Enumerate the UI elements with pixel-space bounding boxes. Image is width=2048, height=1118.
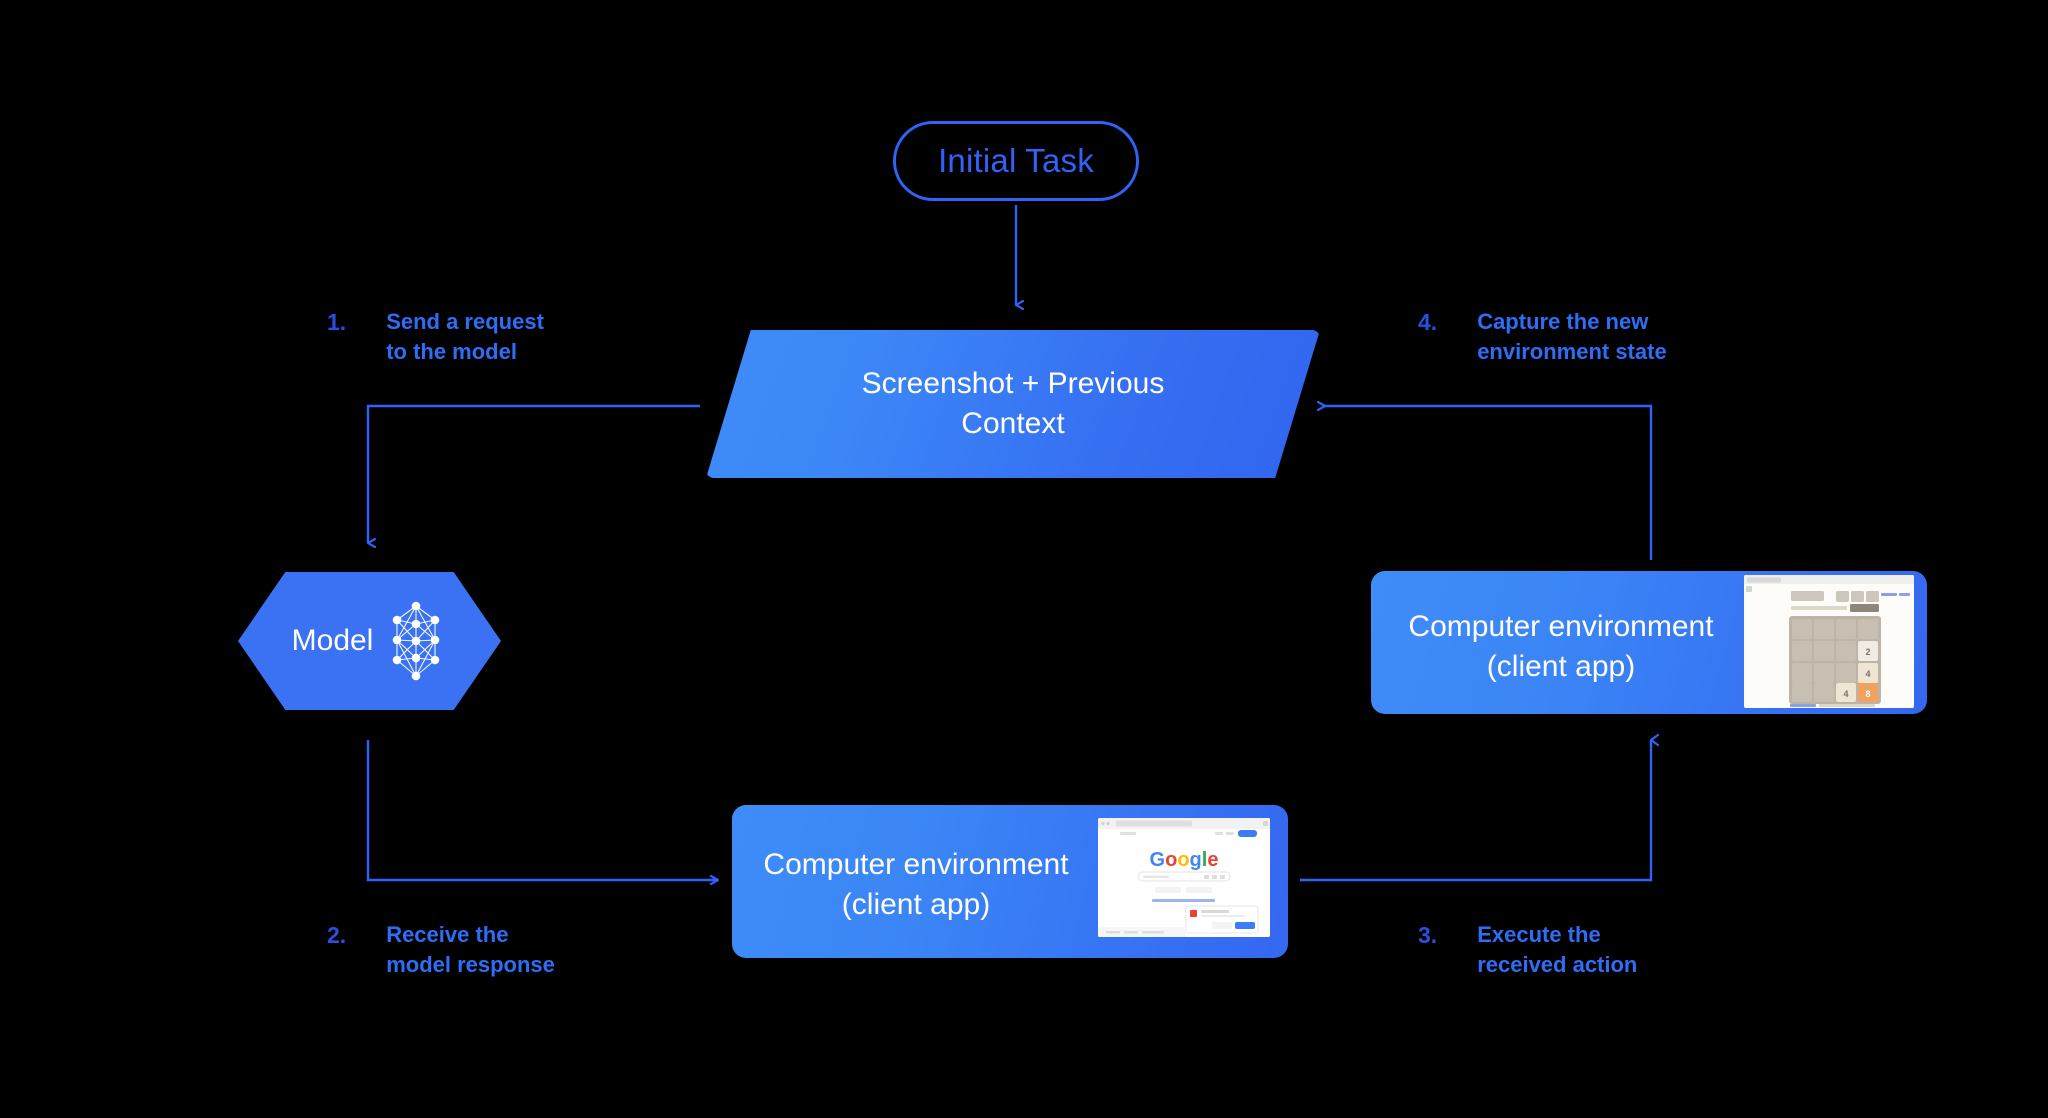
env-card-bottom-line2: (client app) xyxy=(841,888,991,921)
step-2-number: 2. xyxy=(327,922,347,948)
step-4-text: Capture the new environment state xyxy=(1477,309,1667,364)
neural-network-icon xyxy=(393,601,440,681)
model-node-label: Model xyxy=(291,624,374,657)
svg-text:Google: Google xyxy=(1150,849,1219,871)
context-node[interactable]: Screenshot + Previous Context xyxy=(706,330,1320,478)
env-card-right-line2: (client app) xyxy=(1486,650,1636,683)
step-2-annotation: 2. Receive the model response xyxy=(327,920,555,980)
env-card-right-line1: Computer environment xyxy=(1408,610,1714,643)
model-node-content: Model xyxy=(238,572,501,710)
context-node-line2: Context xyxy=(961,407,1065,440)
step-3-number: 3. xyxy=(1418,922,1438,948)
step-3-text: Execute the received action xyxy=(1477,922,1638,977)
wire-context-to-model xyxy=(366,404,700,543)
wire-env-bottom-to-env-right xyxy=(1300,740,1651,882)
wire-env-right-to-context xyxy=(1316,400,1653,560)
svg-text:4: 4 xyxy=(1843,689,1848,699)
svg-text:2: 2 xyxy=(1865,647,1870,657)
wire-model-to-env-bottom xyxy=(366,740,720,886)
thumbnail-2048-game: 2 4 4 8 xyxy=(1744,575,1914,708)
initial-task-node[interactable]: Initial Task xyxy=(893,121,1139,201)
model-node-shape xyxy=(238,572,501,710)
initial-task-label: Initial Task xyxy=(938,142,1094,179)
step-4-number: 4. xyxy=(1418,309,1438,335)
model-node[interactable]: Model xyxy=(238,572,501,710)
step-1-text: Send a request to the model xyxy=(386,309,544,364)
step-3-annotation: 3. Execute the received action xyxy=(1418,920,1637,980)
thumbnail-google-search: Google xyxy=(1098,818,1270,937)
step-1-number: 1. xyxy=(327,309,347,335)
step-2-text: Receive the model response xyxy=(386,922,555,977)
context-node-shape xyxy=(706,330,1320,478)
env-card-right-text: Computer environment (client app) xyxy=(1391,607,1731,687)
svg-text:8: 8 xyxy=(1865,689,1870,699)
context-node-text: Screenshot + Previous Context xyxy=(706,330,1320,478)
env-card-bottom-line1: Computer environment xyxy=(763,848,1069,881)
step-4-annotation: 4. Capture the new environment state xyxy=(1418,307,1667,367)
step-1-annotation: 1. Send a request to the model xyxy=(327,307,544,367)
env-card-bottom-text: Computer environment (client app) xyxy=(746,845,1086,925)
svg-text:4: 4 xyxy=(1865,669,1870,679)
context-node-line1: Screenshot + Previous xyxy=(861,367,1165,400)
